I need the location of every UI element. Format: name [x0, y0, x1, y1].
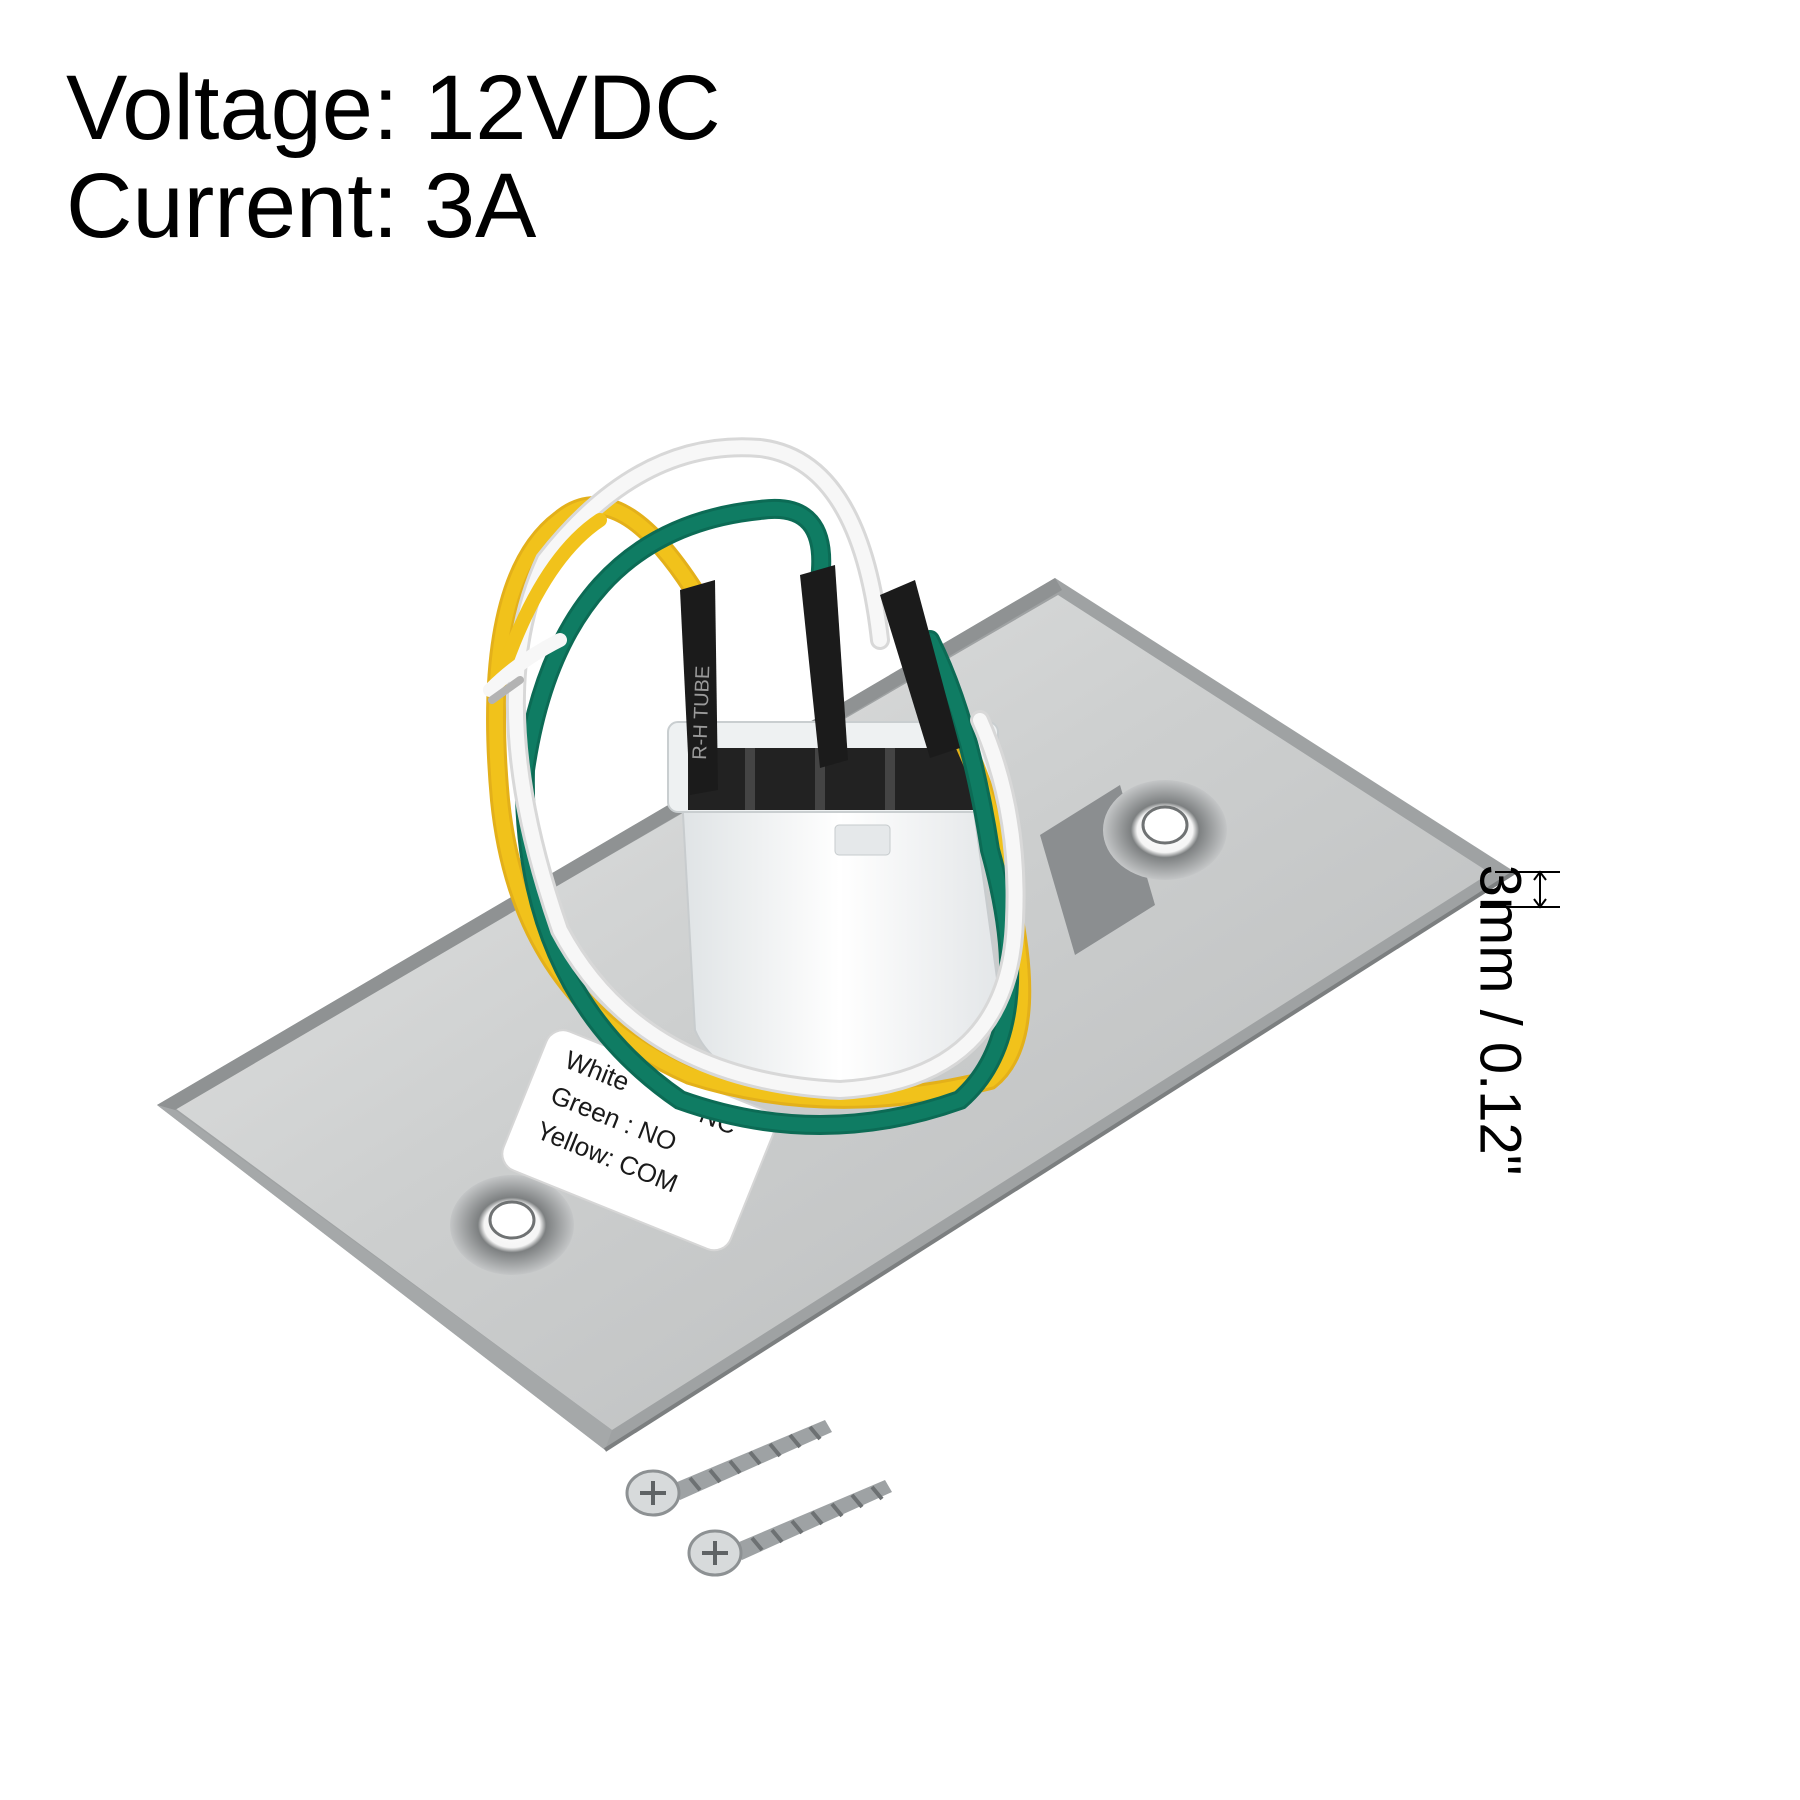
heat-shrink-tube: R-H TUBE	[680, 580, 718, 795]
mounting-hole-icon	[1103, 780, 1227, 880]
current-spec: Current: 3A	[66, 155, 537, 257]
voltage-spec: Voltage: 12VDC	[66, 57, 721, 159]
heat-shrink-tube	[880, 580, 960, 758]
tube-print: R-H TUBE	[689, 665, 714, 760]
thickness-dimension-label: 3mm / 0.12"	[1467, 864, 1533, 1176]
heat-shrink-tube	[800, 565, 848, 768]
phillips-screw-icon	[687, 1480, 892, 1577]
mounting-hole-icon	[450, 1175, 574, 1275]
thickness-dimension: 3mm / 0.12"	[1468, 865, 1533, 1176]
thickness-dimension-marker	[1480, 870, 1560, 909]
phillips-screw-icon	[625, 1420, 832, 1517]
wire-bundle	[483, 437, 1032, 1135]
